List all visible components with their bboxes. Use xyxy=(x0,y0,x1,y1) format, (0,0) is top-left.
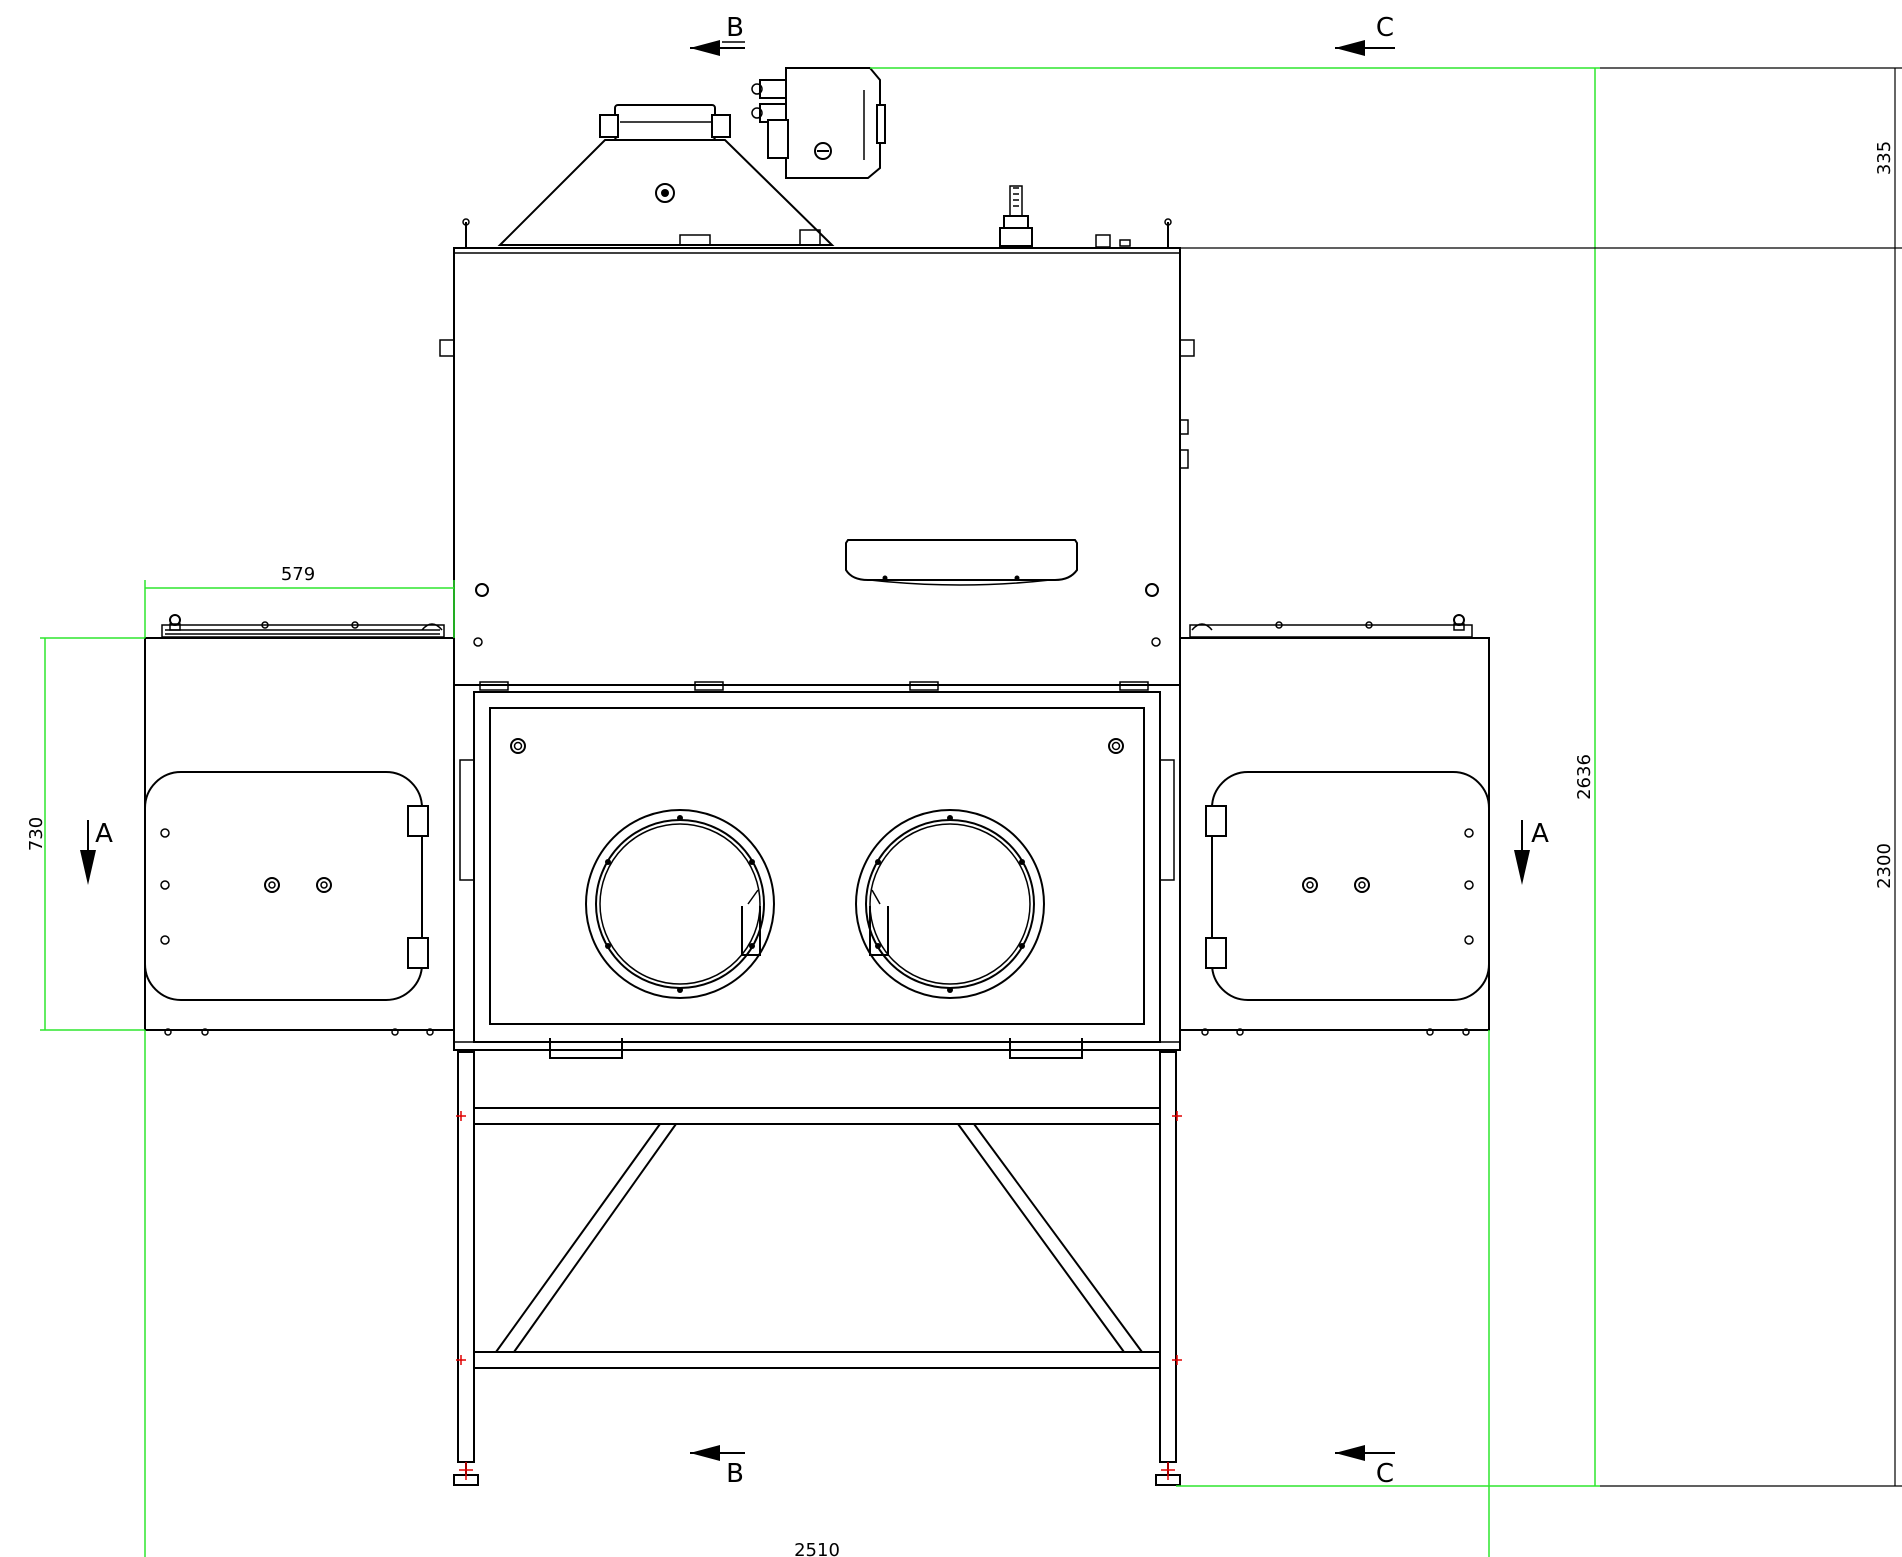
cable-gland xyxy=(999,185,1131,248)
section-label-a-right: A xyxy=(1531,819,1549,849)
stand-frame xyxy=(453,1051,1181,1486)
dim-overall-height: 2636 xyxy=(1574,754,1595,800)
left-antechamber xyxy=(144,614,455,1036)
section-label-c-bottom: C xyxy=(1376,1459,1394,1489)
section-arrow-c-bottom xyxy=(1335,1445,1395,1461)
section-arrow-b-bottom xyxy=(690,1445,745,1461)
section-arrow-a-left xyxy=(80,820,96,885)
section-arrow-a-right xyxy=(1514,820,1530,885)
section-arrow-c-top xyxy=(1335,40,1395,56)
blower-unit xyxy=(751,67,886,179)
glove-port-right xyxy=(855,809,1045,999)
glove-port-left xyxy=(585,809,775,999)
dimension-lines xyxy=(40,67,1600,1557)
section-label-a-left: A xyxy=(95,819,113,849)
bottom-handles xyxy=(454,1038,1180,1059)
section-arrow-b-top xyxy=(690,40,745,56)
dim-frame-height: 2300 xyxy=(1874,843,1895,889)
right-antechamber xyxy=(1179,614,1490,1036)
section-label-b-bottom: B xyxy=(726,1459,744,1489)
filter-housing xyxy=(497,104,835,246)
dim-top-unit-height: 335 xyxy=(1874,141,1895,175)
main-cabinet xyxy=(439,218,1195,686)
dimension-lines-dark xyxy=(1180,67,1902,1487)
section-label-b-top: B xyxy=(726,13,744,43)
section-label-c-top: C xyxy=(1376,13,1394,43)
front-window xyxy=(453,681,1181,1051)
dim-overall-width: 2510 xyxy=(794,1540,840,1557)
dim-antechamber-height: 730 xyxy=(26,817,47,851)
gauge-panel xyxy=(845,539,1078,586)
dim-antechamber-width: 579 xyxy=(281,564,315,585)
foot-markers xyxy=(456,1111,1182,1480)
